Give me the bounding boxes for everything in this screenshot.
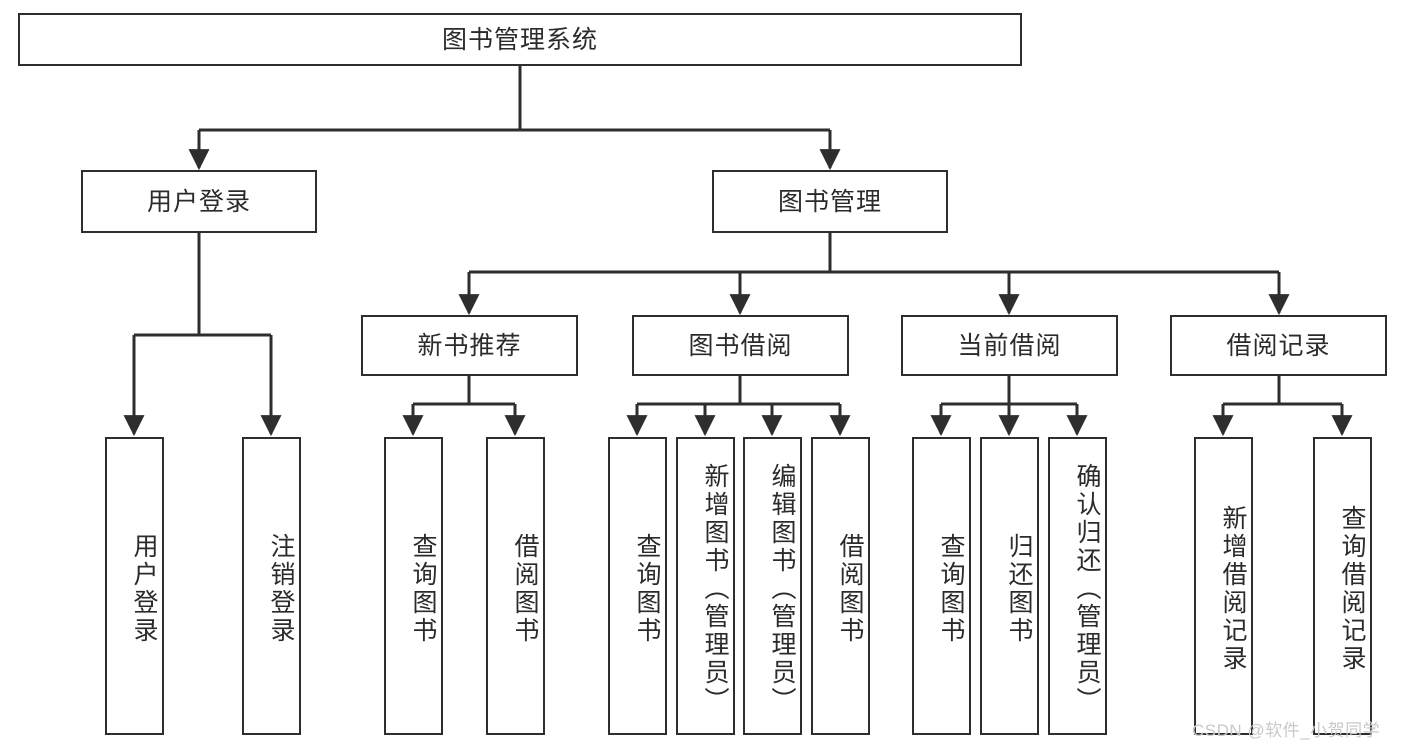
- leaf-borrow-record-query-record[interactable]: 查询借阅记录: [1313, 437, 1372, 735]
- node-label: 用户登录: [130, 533, 158, 645]
- node-label: 借阅记录: [1226, 331, 1331, 360]
- leaf-new-book-query-book[interactable]: 查询图书: [384, 437, 443, 735]
- node-label: 归还图书: [1005, 533, 1033, 645]
- node-label: 新书推荐: [417, 331, 522, 360]
- node-label: 编辑图书（管理员）: [768, 463, 796, 715]
- node-new-book-recommend[interactable]: 新书推荐: [361, 315, 578, 376]
- node-label: 图书借阅: [688, 331, 793, 360]
- node-label: 图书管理: [777, 187, 882, 216]
- node-current-borrow[interactable]: 当前借阅: [901, 315, 1118, 376]
- node-label: 查询图书: [937, 533, 965, 645]
- node-label: 查询借阅记录: [1338, 505, 1366, 673]
- leaf-user-login-logout[interactable]: 注销登录: [242, 437, 301, 735]
- leaf-book-borrow-add-book-admin[interactable]: 新增图书（管理员）: [676, 437, 735, 735]
- leaf-current-borrow-query-book[interactable]: 查询图书: [912, 437, 971, 735]
- leaf-book-borrow-edit-book-admin[interactable]: 编辑图书（管理员）: [743, 437, 802, 735]
- leaf-user-login-login[interactable]: 用户登录: [105, 437, 164, 735]
- node-user-login[interactable]: 用户登录: [81, 170, 317, 233]
- leaf-current-borrow-return-book[interactable]: 归还图书: [980, 437, 1039, 735]
- leaf-new-book-borrow-book[interactable]: 借阅图书: [486, 437, 545, 735]
- node-label: 注销登录: [267, 533, 295, 645]
- leaf-current-borrow-confirm-return-admin[interactable]: 确认归还（管理员）: [1048, 437, 1107, 735]
- node-label: 查询图书: [409, 533, 437, 645]
- node-label: 新增图书（管理员）: [701, 463, 729, 715]
- node-label: 新增借阅记录: [1219, 505, 1247, 673]
- node-label: 借阅图书: [511, 533, 539, 645]
- node-label: 确认归还（管理员）: [1073, 463, 1101, 715]
- node-label: 当前借阅: [957, 331, 1062, 360]
- node-label: 用户登录: [146, 187, 251, 216]
- node-borrow-record[interactable]: 借阅记录: [1170, 315, 1387, 376]
- node-label: 图书管理系统: [441, 25, 598, 54]
- node-root-book-management-system[interactable]: 图书管理系统: [18, 13, 1022, 66]
- node-label: 借阅图书: [836, 533, 864, 645]
- node-book-management[interactable]: 图书管理: [712, 170, 948, 233]
- node-label: 查询图书: [633, 533, 661, 645]
- leaf-book-borrow-borrow-book[interactable]: 借阅图书: [811, 437, 870, 735]
- csdn-watermark: CSDN @软件_小贺同学: [1192, 721, 1381, 740]
- leaf-book-borrow-query-book[interactable]: 查询图书: [608, 437, 667, 735]
- leaf-borrow-record-add-record[interactable]: 新增借阅记录: [1194, 437, 1253, 735]
- node-book-borrow[interactable]: 图书借阅: [632, 315, 849, 376]
